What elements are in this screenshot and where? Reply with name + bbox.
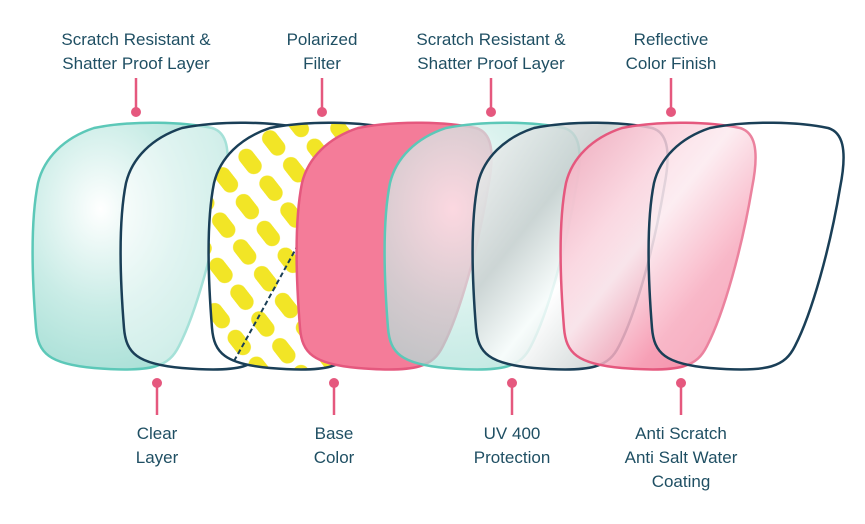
- label-line: Scratch Resistant &: [61, 30, 211, 49]
- label-line: Anti Salt Water: [624, 448, 738, 467]
- label-line: Shatter Proof Layer: [417, 54, 565, 73]
- marker-bottom-3: [507, 378, 517, 415]
- marker-top-1: [131, 78, 141, 117]
- label-line: Anti Scratch: [635, 424, 727, 443]
- label-line: Clear: [136, 424, 178, 443]
- label-line: Coating: [651, 472, 711, 491]
- label-line: Scratch Resistant &: [416, 30, 566, 49]
- label-scratch-resistant-1: Scratch Resistant & Shatter Proof Layer: [61, 28, 210, 76]
- marker-bottom-2: [329, 378, 339, 415]
- label-anti-scratch-coating: Anti Scratch Anti Salt Water Coating: [625, 422, 738, 494]
- label-line: Polarized: [286, 30, 358, 49]
- marker-top-3: [486, 78, 496, 117]
- label-base-color: Base Color: [314, 422, 355, 470]
- label-line: Color Finish: [625, 54, 717, 73]
- label-polarized-filter: Polarized Filter: [287, 28, 358, 76]
- label-line: Base: [314, 424, 354, 443]
- label-line: Layer: [135, 448, 179, 467]
- label-line: Reflective: [633, 30, 709, 49]
- marker-top-2: [317, 78, 327, 117]
- label-reflective-color-finish: Reflective Color Finish: [626, 28, 717, 76]
- label-clear-layer: Clear Layer: [136, 422, 179, 470]
- label-line: Protection: [473, 448, 551, 467]
- label-scratch-resistant-2: Scratch Resistant & Shatter Proof Layer: [416, 28, 565, 76]
- label-line: Filter: [303, 54, 341, 73]
- marker-bottom-1: [152, 378, 162, 415]
- label-line: Shatter Proof Layer: [62, 54, 210, 73]
- marker-top-4: [666, 78, 676, 117]
- label-line: Color: [313, 448, 355, 467]
- marker-bottom-4: [676, 378, 686, 415]
- label-uv400-protection: UV 400 Protection: [474, 422, 551, 470]
- lens-layer-coating: [647, 121, 845, 371]
- label-line: UV 400: [483, 424, 541, 443]
